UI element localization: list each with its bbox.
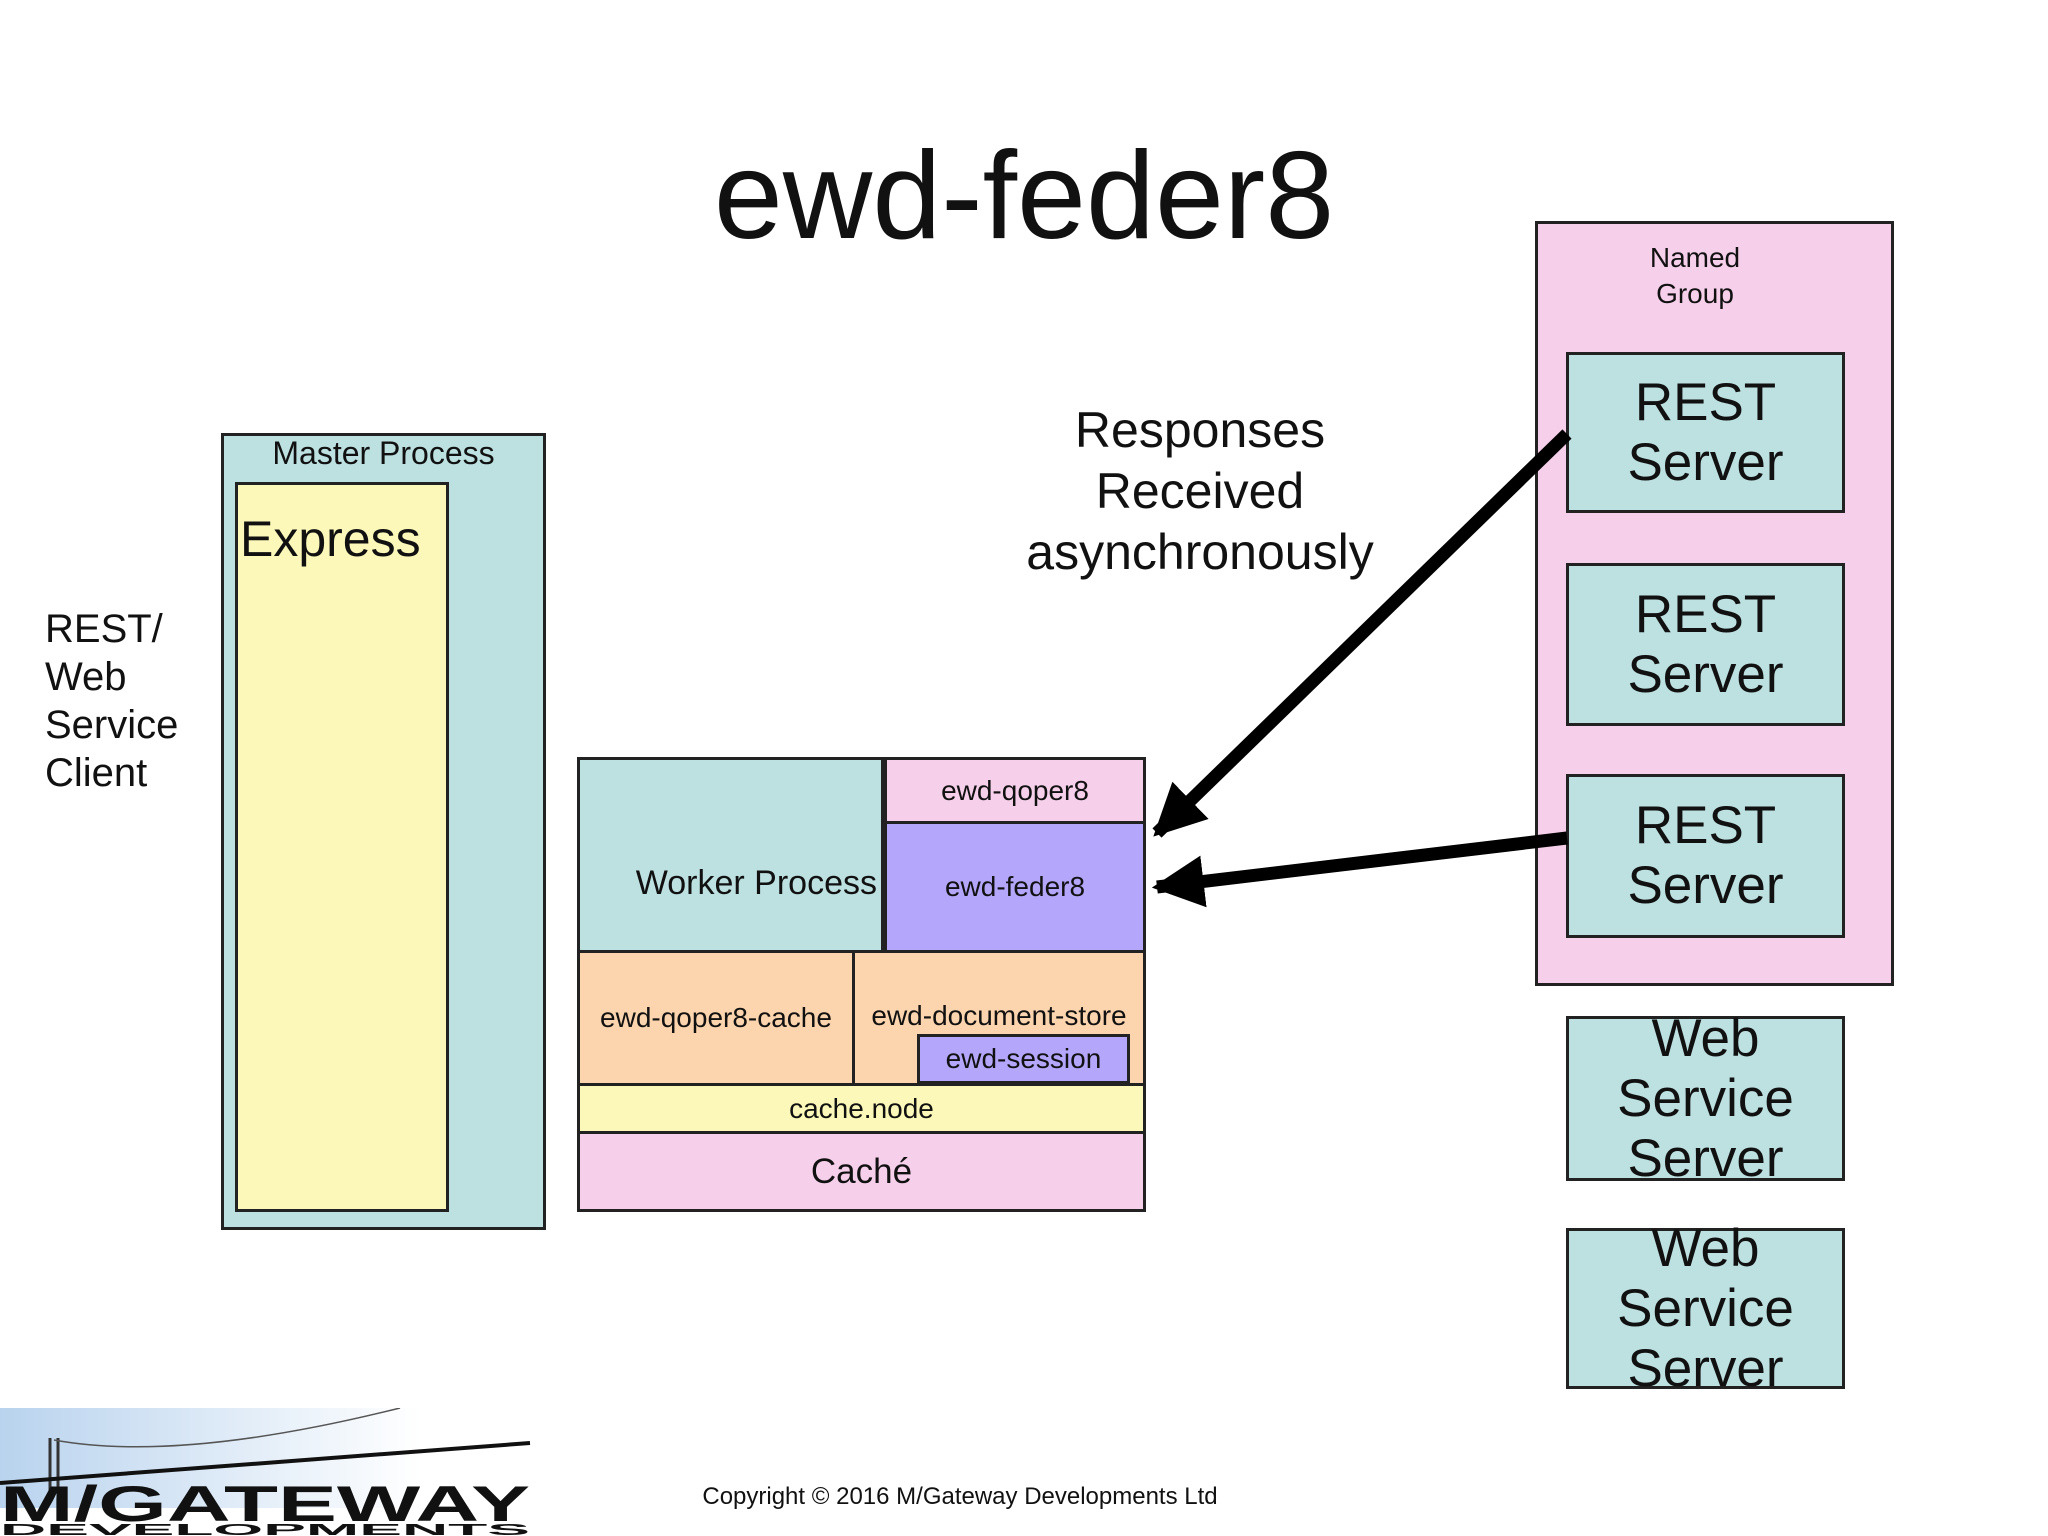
ewd-feder8-box: ewd-feder8 — [884, 821, 1146, 953]
rest-server-box: REST Server — [1566, 352, 1845, 513]
worker-process-label: Worker Process — [635, 864, 877, 902]
ewd-qoper8-cache-box: ewd-qoper8-cache — [577, 950, 855, 1086]
cache-node-box: cache.node — [577, 1083, 1146, 1134]
ewd-session-box: ewd-session — [917, 1034, 1130, 1084]
svg-text:DEVELOPMENTS: DEVELOPMENTS — [0, 1522, 531, 1536]
express-label: Express — [240, 511, 421, 567]
arrow-rest1-to-feder8 — [1152, 429, 1572, 838]
svg-text:M/GATEWAY: M/GATEWAY — [0, 1476, 530, 1532]
rest-server-box: REST Server — [1566, 774, 1845, 938]
cache-box: Caché — [577, 1131, 1146, 1212]
rest-server-box: REST Server — [1566, 563, 1845, 726]
ewd-document-store-label: ewd-document-store — [871, 1000, 1127, 1031]
web-service-server-box: Web Service Server — [1566, 1009, 1845, 1188]
responses-label: Responses Received asynchronously — [1026, 402, 1374, 580]
named-group-label: Named Group — [1649, 242, 1741, 309]
page-title: ewd-feder8 — [713, 127, 1335, 265]
copyright-text: Copyright © 2016 M/Gateway Developments … — [702, 1483, 1218, 1510]
express-box — [235, 482, 449, 1212]
arrow-rest3-to-feder8 — [1151, 831, 1568, 908]
master-process-label: Master Process — [272, 435, 495, 471]
client-label: REST/ Web Service Client — [45, 607, 179, 795]
m-gateway-logo: M/GATEWAY DEVELOPMENTS — [0, 1408, 531, 1536]
web-service-server-box: Web Service Server — [1566, 1219, 1845, 1398]
